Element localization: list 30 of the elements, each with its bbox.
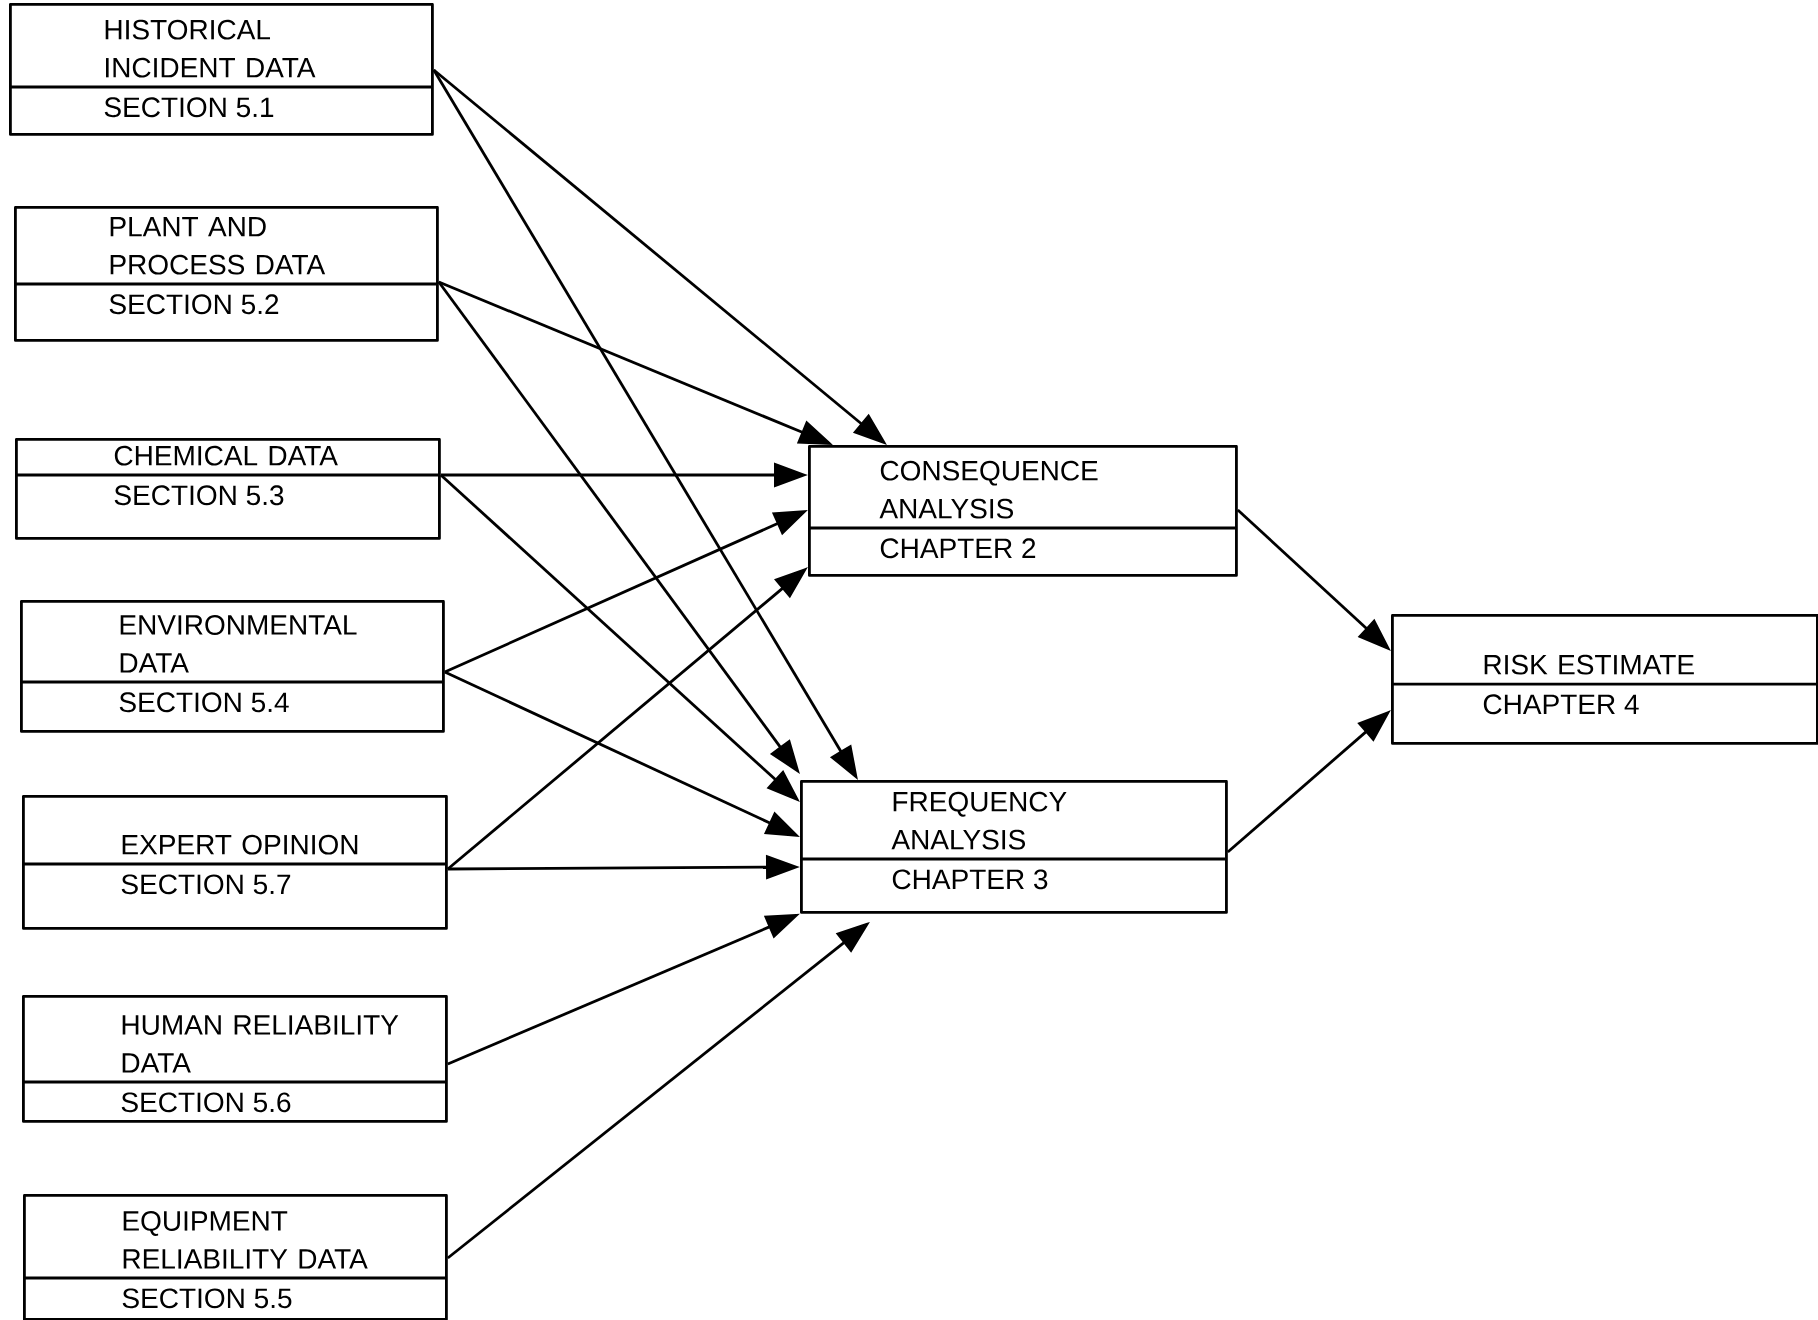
box-heading: ENVIRONMENTAL DATA (120, 615, 357, 673)
section-reference: SECTION 5.2 (109, 294, 279, 315)
box-heading: RISK ESTIMATE (1484, 654, 1694, 675)
section-reference: SECTION 5.4 (119, 692, 289, 713)
process-box (1391, 614, 1818, 745)
box-heading: CHEMICAL DATA (114, 445, 338, 466)
box-heading: PLANT AND PROCESS DATA (110, 217, 326, 275)
box-heading: HUMAN RELIABILITY DATA (122, 1015, 399, 1073)
section-reference: SECTION 5.5 (122, 1288, 292, 1309)
box-heading: CONSEQUENCE ANALYSIS (879, 460, 1098, 519)
process-box (20, 600, 445, 733)
section-reference: SECTION 5.1 (104, 97, 274, 118)
section-reference: CHAPTER 4 (1483, 694, 1639, 715)
section-reference: SECTION 5.6 (121, 1092, 291, 1113)
section-reference: SECTION 5.3 (114, 485, 284, 506)
process-box (808, 445, 1238, 577)
process-box (22, 995, 448, 1123)
box-heading: FREQUENCY ANALYSIS (891, 791, 1067, 850)
process-box (22, 795, 448, 930)
section-reference: CHAPTER 3 (892, 869, 1048, 890)
process-box (15, 438, 441, 540)
process-box (9, 3, 434, 136)
process-box (800, 780, 1228, 914)
process-box (14, 206, 439, 342)
box-heading: EXPERT OPINION (122, 834, 358, 855)
box-heading: EQUIPMENT RELIABILITY DATA (123, 1211, 368, 1269)
process-box (23, 1194, 448, 1320)
section-reference: CHAPTER 2 (880, 538, 1036, 559)
box-heading: HISTORICAL INCIDENT DATA (105, 19, 316, 78)
section-reference: SECTION 5.7 (121, 874, 291, 895)
